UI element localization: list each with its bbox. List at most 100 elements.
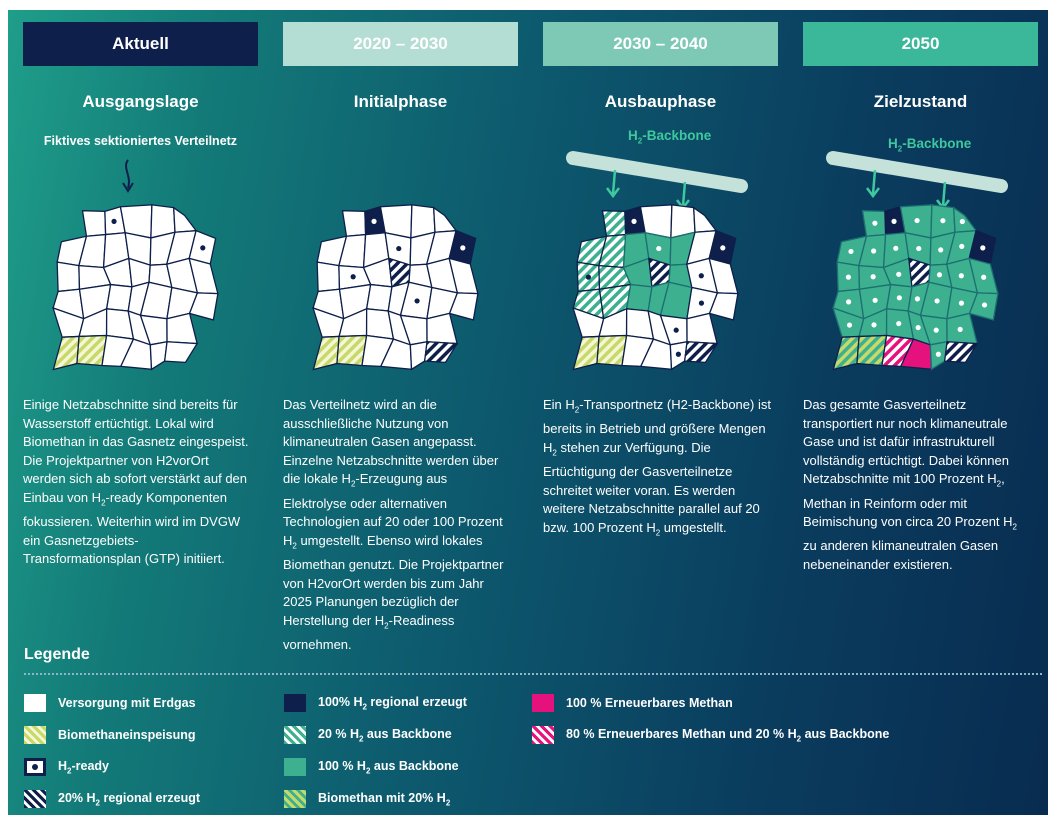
network-section [166,312,198,345]
h2-ready-dot-icon [957,326,963,332]
legend-item: 100 % Erneuerbares Methan [532,694,733,712]
legend-item: Biomethan mit 20% H2 [284,790,450,808]
header-aktuell: Aktuell [23,22,258,66]
phase-title-ausbauphase: Ausbauphase [604,92,717,111]
network-section [708,292,739,321]
description-2030-2040: Ein H2-Transportnetz (H2-Backbone) ist b… [543,397,771,538]
network-section [312,335,340,371]
h2-ready-dot-icon [916,245,922,252]
phase-title-zielzustand: Zielzustand [873,92,968,111]
h2-ready-dot-icon [940,218,946,224]
legend-swatch-magenta-hatch [532,726,554,744]
h2-ready-dot-icon [870,274,876,280]
network-section [625,283,653,312]
network-section [692,206,718,233]
network-section [163,341,199,364]
h2-ready-dot-icon [872,297,878,303]
h2-ready-dot-icon [914,296,921,302]
h2-ready-dot-icon [959,243,965,249]
legend-swatch-navy-hatch [24,790,46,808]
header-2020-2030: 2020 – 2030 [283,22,518,66]
h2-ready-dot-icon [933,327,939,333]
phase-title-ausgangslage: Ausgangslage [82,92,199,111]
network-map-2020-2030 [312,204,479,371]
network-section [105,283,133,312]
description-aktuell: Einige Netzabschnitte sind bereits für W… [23,397,249,567]
legend-label: Biomethan mit 20% H2 [318,790,451,808]
legend-item: Versorgung mit Erdgas [24,694,196,712]
h2-ready-dot-icon [958,273,964,279]
annotation-label: Fiktives sektioniertes Verteilnetz [43,134,238,148]
network-map-aktuell [52,204,219,371]
h2-ready-dot-icon [631,218,637,224]
legend-divider [24,673,1042,675]
h2-ready-dot-icon [893,245,899,251]
header-2050: 2050 [803,22,1038,66]
h2-ready-dot-icon [896,320,902,327]
h2-ready-dot-icon [896,295,902,301]
network-section [683,341,719,364]
h2-ready-dot-icon [958,300,965,306]
h2-ready-dot-icon [200,245,206,251]
legend-item: H2-ready [24,758,109,776]
h2-ready-dot-icon [891,218,897,224]
network-section [149,340,168,371]
description-2050: Das gesamte Gasverteilnetz transportiert… [803,397,1017,572]
network-section [409,340,428,371]
h2-ready-dot-icon [846,322,853,328]
h2-ready-dot-icon [845,299,852,305]
h2-ready-dot-icon [675,351,681,357]
network-section [52,335,80,371]
h2-ready-dot-icon [460,245,466,251]
legend-label: 100 % H2 aus Backbone [318,758,459,776]
backbone-label-2030: H2-Backbone [628,128,712,146]
network-section [426,312,458,345]
phase-title-initialphase: Initialphase [353,92,448,111]
h2-ready-dot-icon [673,327,679,333]
h2-ready-dot-icon [698,273,704,279]
h2-ready-dot-icon [936,272,943,278]
h2-ready-dot-icon [698,300,705,306]
h2-ready-dot-icon [871,248,877,254]
network-section [81,210,107,237]
network-section [316,261,341,293]
network-section [943,341,979,364]
network-section [432,206,458,233]
network-section [832,335,860,371]
network-section [365,283,393,312]
network-section [423,341,459,364]
h2-ready-dot-icon [935,351,941,357]
legend-label: 80 % Erneuerbares Methan und 20 % H2 aus… [566,726,890,744]
h2-ready-dot-icon [872,220,878,226]
legend-label: Biomethaneinspeisung [58,728,196,742]
network-section [686,312,718,345]
legend-label: 20 % H2 aus Backbone [318,726,452,744]
h2-ready-dot-icon [981,302,988,308]
network-section [952,206,978,233]
network-map-2030-2040 [572,204,739,371]
network-map-2050 [832,204,999,371]
h2-ready-dot-icon [111,218,117,224]
h2-ready-dot-icon [845,274,852,280]
h2-ready-dot-icon [980,245,986,251]
h2-ready-dot-icon [896,271,902,277]
h2-ready-dot-icon [371,218,377,224]
backbone-label-2050: H2-Backbone [888,136,972,154]
legend-label: Versorgung mit Erdgas [58,696,196,710]
legend-label: H2-ready [58,758,110,776]
legend-item: Biomethaneinspeisung [24,726,196,744]
h2-ready-dot-icon [414,298,420,304]
legend-swatch-teal-hatch [284,726,306,744]
h2-ready-dot-icon [871,322,877,328]
legend-item: 20% H2 regional erzeugt [24,790,200,808]
network-section [572,335,600,371]
h2-ready-dot-icon [934,298,940,304]
network-section [341,210,367,237]
network-section [172,206,198,233]
h2-ready-dot-icon [959,218,965,225]
h2-ready-dot-icon [350,274,356,280]
network-section [188,292,219,321]
network-section [448,292,479,321]
legend-swatch-navy [284,694,306,712]
legend-swatch-magenta [532,694,554,712]
